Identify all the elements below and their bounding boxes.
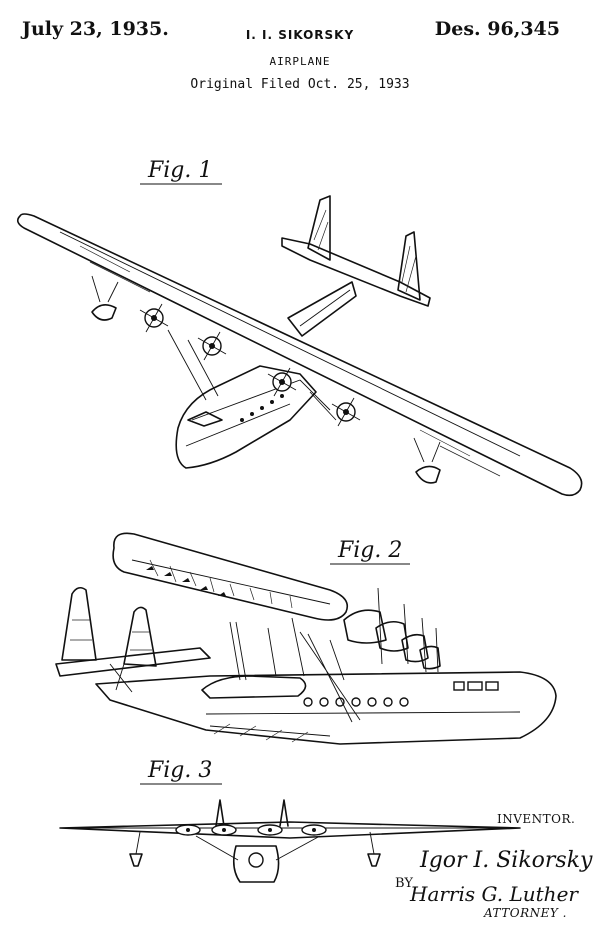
by-label: BY (395, 876, 413, 891)
inventor-header: I. I. SIKORSKY (245, 28, 355, 42)
patent-date: July 23, 1935. (22, 18, 169, 40)
fig2-drawing (55, 532, 557, 745)
fig3-label: Fig. 3 (148, 758, 213, 783)
inventor-label: INVENTOR. (497, 812, 576, 826)
filed-date: Original Filed Oct. 25, 1933 (190, 77, 410, 92)
fig2-engines (343, 587, 441, 673)
attorney-label: ATTORNEY . (484, 906, 567, 920)
fig3-engines (175, 824, 327, 836)
fig1-engines (139, 303, 361, 427)
fig3-drawing (59, 799, 521, 883)
design-number: Des. 96,345 (434, 18, 560, 40)
patent-title: AIRPLANE (269, 55, 331, 68)
fig1-drawing (16, 195, 583, 497)
fig2-portholes (303, 697, 409, 707)
attorney-signature: Harris G. Luther (410, 882, 578, 906)
inventor-signature: Igor I. Sikorsky (420, 848, 593, 873)
fig1-label: Fig. 1 (148, 158, 213, 183)
fig2-label: Fig. 2 (338, 538, 403, 563)
